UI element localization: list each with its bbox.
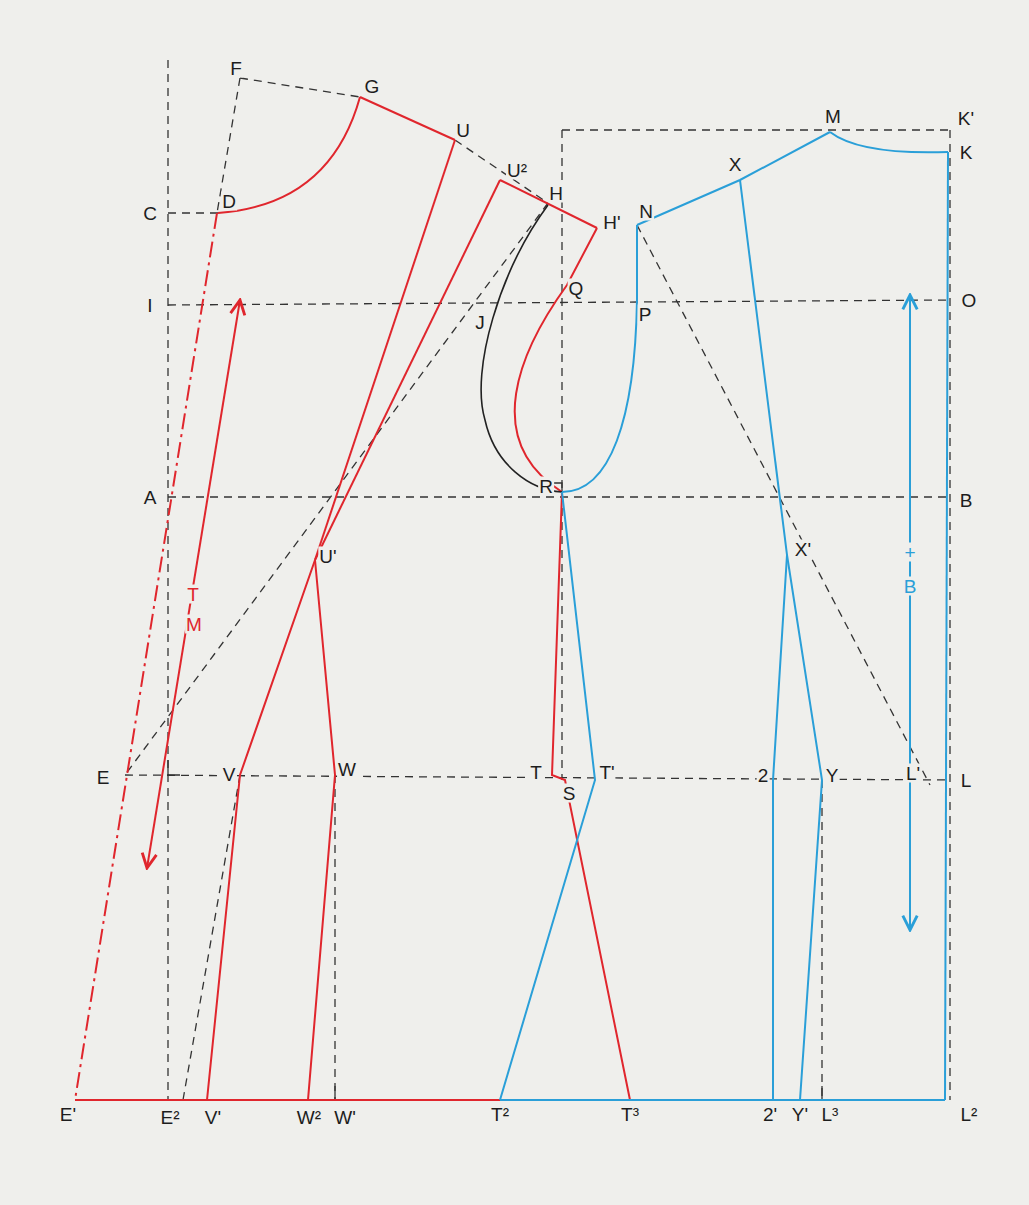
point-label: T' (598, 763, 615, 782)
point-label: 2 (757, 766, 770, 785)
point-label: L (960, 771, 973, 790)
point-label: C (142, 204, 158, 223)
point-label: T (186, 585, 200, 604)
point-label: O (961, 291, 978, 310)
point-label: + (903, 543, 916, 562)
point-label: E (96, 768, 111, 787)
point-label: D (221, 192, 237, 211)
point-label: X' (794, 540, 812, 559)
point-label: U² (506, 161, 528, 180)
point-label: G (364, 77, 381, 96)
point-label: V (222, 765, 237, 784)
point-label: R (538, 477, 554, 496)
point-label: Y' (791, 1105, 809, 1124)
point-label: I (146, 296, 153, 315)
point-label: K' (957, 109, 975, 128)
point-label: K (959, 143, 974, 162)
point-label: X (728, 155, 743, 174)
front-bodice (75, 97, 630, 1100)
point-label: B (903, 577, 918, 596)
point-label: S (562, 784, 577, 803)
point-label: J (474, 313, 486, 332)
back-bodice (500, 132, 948, 1100)
point-label: H (548, 184, 564, 203)
point-label: V' (204, 1108, 222, 1127)
point-label: 2' (762, 1105, 778, 1124)
point-label: P (638, 305, 653, 324)
point-label: E' (59, 1105, 77, 1124)
point-label: B (959, 491, 974, 510)
point-label: L³ (821, 1105, 840, 1124)
point-label: F (229, 59, 243, 78)
point-label: M (824, 107, 842, 126)
point-label: W (337, 760, 357, 779)
point-label: W² (296, 1108, 322, 1127)
point-label: L² (960, 1105, 979, 1124)
construction-lines (75, 60, 950, 1100)
back-armhole-guide (481, 205, 562, 492)
point-label: M (185, 615, 203, 634)
point-label: E² (160, 1108, 181, 1127)
point-label: Q (568, 279, 585, 298)
point-label: L' (905, 764, 921, 783)
point-label: U (455, 121, 471, 140)
point-label: U' (318, 547, 337, 566)
point-label: T³ (620, 1105, 640, 1124)
point-label: T² (490, 1105, 510, 1124)
point-label: W' (333, 1108, 357, 1127)
point-label: Y (825, 766, 840, 785)
right-angle-marks (168, 483, 835, 1100)
point-label: T (529, 763, 543, 782)
point-label: A (143, 488, 158, 507)
point-label: H' (602, 213, 621, 232)
point-label: N (638, 202, 654, 221)
